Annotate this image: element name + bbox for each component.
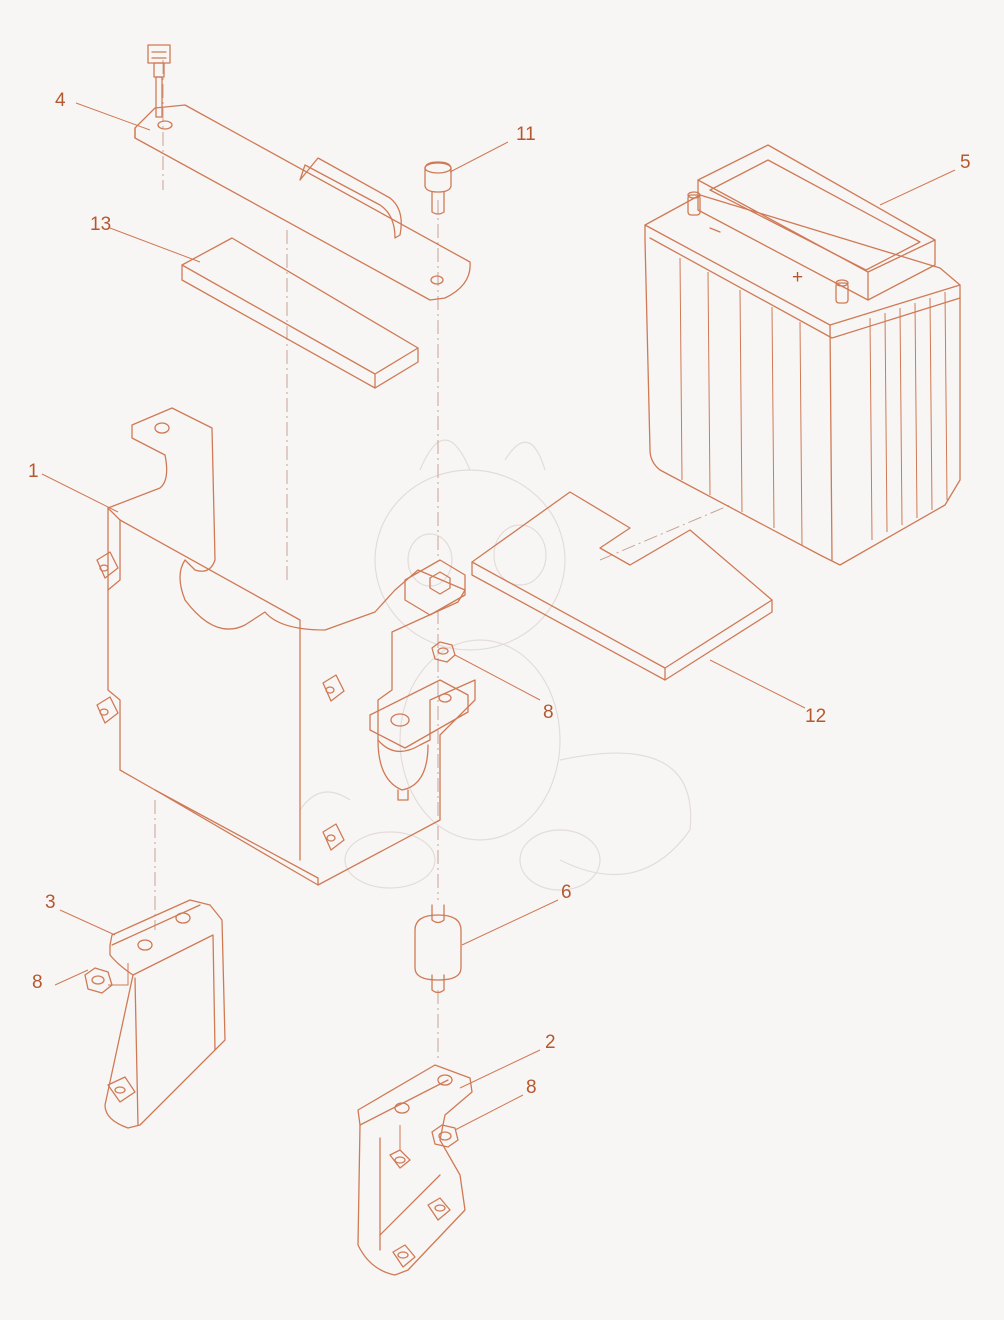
callout-3: 3: [45, 892, 56, 913]
part-2-bracket: [357, 1064, 473, 1276]
callout-2: 2: [545, 1032, 556, 1053]
part-3-bracket: [104, 899, 226, 1129]
callout-8-bottom: 8: [526, 1077, 537, 1098]
part-12-plate: [471, 491, 773, 681]
part-11-screw: [424, 161, 452, 215]
part-13-pad: [181, 237, 419, 389]
battery-plus-symbol: +: [792, 267, 803, 288]
callout-12: 12: [805, 706, 826, 727]
watermark-illustration: [299, 439, 692, 891]
callout-13: 13: [90, 214, 111, 235]
part-5-battery: +: [644, 144, 961, 566]
callout-4: 4: [55, 90, 66, 111]
part-8-nut-middle: [431, 641, 456, 663]
leader-lines: [41, 102, 956, 1131]
callout-11: 11: [516, 124, 536, 145]
part-4-top-plate: [134, 44, 471, 301]
callout-1: 1: [28, 461, 39, 482]
part-6-rubber-mount: [414, 904, 462, 994]
part-8-nut-left: [84, 963, 129, 994]
callout-8-left: 8: [32, 972, 43, 993]
part-8-nut-bottom: [431, 1124, 459, 1148]
callout-labels: 4 13 11 5 1 8 12 3 8 6 2 8: [28, 90, 971, 1098]
part-1-main-bracket: [96, 407, 476, 886]
callout-8-middle: 8: [543, 702, 554, 723]
center-lines: [154, 60, 731, 1060]
callout-5: 5: [960, 152, 971, 173]
callout-6: 6: [561, 882, 572, 903]
